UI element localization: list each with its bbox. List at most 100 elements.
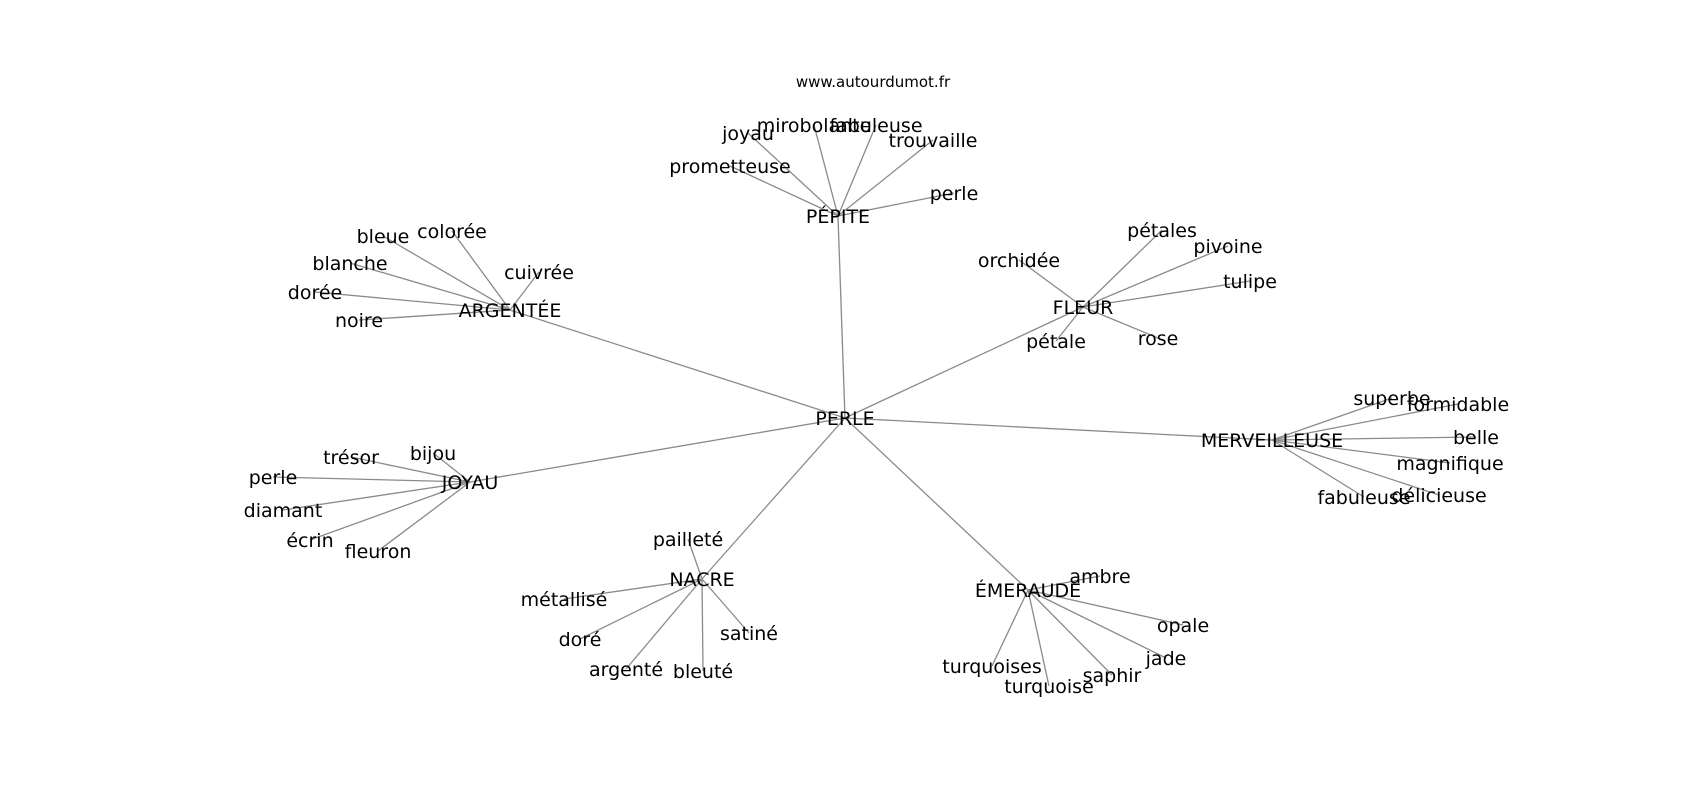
group-node: JOYAU xyxy=(441,472,499,494)
edge-group-to-word xyxy=(349,262,511,311)
edge-center-to-group xyxy=(509,309,846,419)
edge-group-to-word xyxy=(579,578,703,640)
word-node: pétale xyxy=(1026,331,1086,353)
edge-group-to-word xyxy=(358,309,511,321)
word-node: formidable xyxy=(1407,394,1509,416)
edge-group-to-word xyxy=(451,230,511,311)
word-node: pétales xyxy=(1127,220,1197,242)
edge-center-to-group xyxy=(844,417,1273,441)
edge-group-to-word xyxy=(314,291,511,311)
edge-group-to-word xyxy=(1082,229,1163,308)
word-node: satiné xyxy=(720,623,778,645)
center-node: PERLE xyxy=(815,408,874,430)
edge-group-to-word xyxy=(625,578,703,670)
word-node: doré xyxy=(559,629,602,651)
edge-group-to-word xyxy=(687,538,703,580)
edge-group-to-word xyxy=(509,271,540,311)
edge-center-to-group xyxy=(701,417,846,580)
edge-center-to-group xyxy=(844,417,1029,591)
edge-center-to-group xyxy=(844,306,1084,419)
word-node: belle xyxy=(1453,427,1499,449)
word-node: jade xyxy=(1145,648,1187,670)
word-node: trésor xyxy=(323,447,379,469)
group-node: ARGENTÉE xyxy=(459,299,562,322)
group-node: PÉPITE xyxy=(806,205,870,228)
word-node: superbe xyxy=(1353,388,1430,410)
word-node: perle xyxy=(930,183,979,205)
word-node: argenté xyxy=(589,659,663,681)
word-node: pivoine xyxy=(1193,236,1262,258)
edge-group-to-word xyxy=(309,481,471,541)
group-node: MERVEILLEUSE xyxy=(1201,430,1343,452)
edge-group-to-word xyxy=(837,124,877,217)
word-node: turquoise xyxy=(1004,676,1094,698)
word-node: orchidée xyxy=(978,250,1060,272)
edge-group-to-word xyxy=(1018,259,1084,308)
word-node: fleuron xyxy=(345,541,412,563)
edge-group-to-word xyxy=(1082,306,1159,339)
edge-group-to-word xyxy=(350,456,471,483)
edge-group-to-word xyxy=(1271,436,1477,441)
graph-edges xyxy=(272,124,1477,687)
word-node: tulipe xyxy=(1223,271,1277,293)
edge-group-to-word xyxy=(813,124,839,217)
word-node: colorée xyxy=(417,221,487,243)
word-node: trouvaille xyxy=(889,130,978,152)
edge-group-to-word xyxy=(1027,589,1050,687)
word-node: diamant xyxy=(244,500,323,522)
source-url: www.autourdumot.fr xyxy=(796,73,951,91)
word-node: pailleté xyxy=(653,529,723,551)
word-node: saphir xyxy=(1083,665,1142,687)
word-node: prometteuse xyxy=(669,156,791,178)
word-node: noire xyxy=(335,310,383,332)
word-node: fabuleuse xyxy=(1317,487,1410,509)
word-node: bleue xyxy=(357,226,410,248)
edge-group-to-word xyxy=(1027,589,1113,676)
edge-group-to-word xyxy=(837,139,934,217)
edge-group-to-word xyxy=(701,578,750,634)
edge-group-to-word xyxy=(377,481,471,552)
word-node: joyau xyxy=(721,123,774,145)
word-node: blanche xyxy=(312,253,387,275)
edge-center-to-group xyxy=(469,417,846,483)
edge-group-to-word xyxy=(1271,439,1365,498)
word-node: turquoises xyxy=(942,656,1041,678)
edge-group-to-word xyxy=(1082,245,1229,308)
edge-group-to-word xyxy=(1271,439,1440,496)
edge-center-to-group xyxy=(837,215,846,419)
edge-group-to-word xyxy=(1082,280,1251,308)
word-node: délicieuse xyxy=(1391,485,1486,507)
group-node: NACRE xyxy=(669,569,734,591)
word-node: rose xyxy=(1138,328,1179,350)
edge-group-to-word xyxy=(1027,575,1101,591)
edge-group-to-word xyxy=(991,589,1029,667)
edge-group-to-word xyxy=(701,578,704,672)
word-node: magnifique xyxy=(1396,453,1503,475)
edge-group-to-word xyxy=(1271,403,1459,441)
edge-group-to-word xyxy=(747,132,839,217)
group-node: FLEUR xyxy=(1053,297,1114,319)
edge-group-to-word xyxy=(382,235,511,311)
edge-group-to-word xyxy=(837,192,955,217)
word-node: mirobolante xyxy=(757,115,872,137)
edge-group-to-word xyxy=(1027,589,1167,659)
word-node: fabuleuse xyxy=(829,115,922,137)
edge-group-to-word xyxy=(282,481,471,511)
edge-group-to-word xyxy=(729,165,839,217)
edge-group-to-word xyxy=(1271,439,1451,464)
edge-group-to-word xyxy=(1027,589,1184,626)
word-node: écrin xyxy=(286,530,333,552)
edge-group-to-word xyxy=(1271,397,1393,441)
word-node: bleuté xyxy=(673,661,733,683)
edge-group-to-word xyxy=(563,578,703,600)
word-node: opale xyxy=(1157,615,1209,637)
word-node: ambre xyxy=(1069,566,1130,588)
word-node: dorée xyxy=(288,282,342,304)
edge-group-to-word xyxy=(1055,306,1084,342)
word-node: cuivrée xyxy=(504,262,574,284)
word-node: métallisé xyxy=(521,589,608,611)
group-node: ÉMERAUDE xyxy=(975,579,1081,602)
word-node: bijou xyxy=(410,443,456,465)
